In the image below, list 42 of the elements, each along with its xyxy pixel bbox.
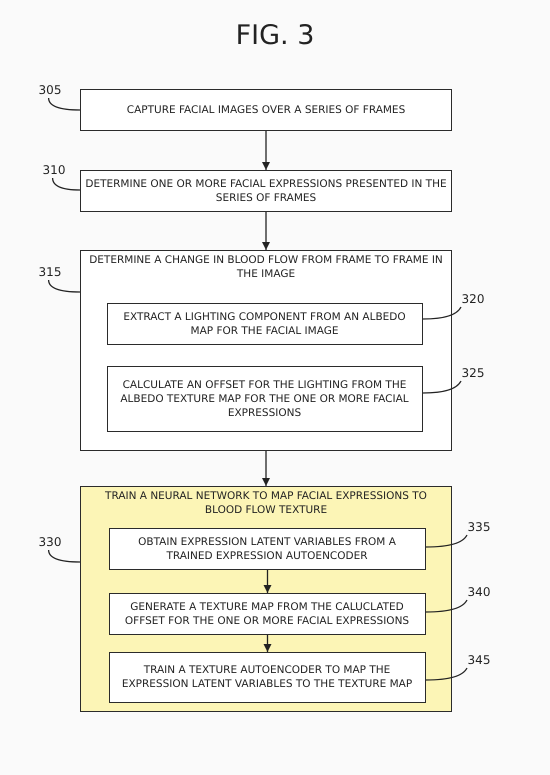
step-text: CAPTURE FACIAL IMAGES OVER A SERIES OF FRAMES bbox=[126, 103, 406, 117]
reference-numeral: 305 bbox=[36, 83, 64, 98]
process-group-box bbox=[80, 486, 452, 712]
leader-line bbox=[52, 178, 80, 191]
reference-numeral: 310 bbox=[40, 163, 68, 178]
arrow bbox=[262, 212, 270, 250]
leader-line bbox=[48, 98, 80, 111]
leader-line bbox=[422, 306, 462, 320]
arrow bbox=[262, 451, 270, 486]
step-heading: TRAIN A NEURAL NETWORK TO MAP FACIAL EXPRESSIONS TO BLOOD FLOW TEXTURE bbox=[104, 489, 428, 517]
process-group-box bbox=[80, 250, 452, 451]
leader-line bbox=[426, 534, 468, 548]
reference-numeral: 340 bbox=[465, 585, 493, 600]
step-text: DETERMINE ONE OR MORE FACIAL EXPRESSIONS PRESENTED IN THE SERIES OF FRAMES bbox=[84, 177, 448, 205]
step-text: GENERATE A TEXTURE MAP FROM THE CALUCLATED OFFSET FOR THE ONE OR MORE FACIAL EXPRESSIONS bbox=[124, 600, 410, 628]
reference-numeral: 345 bbox=[465, 653, 493, 668]
step-text: OBTAIN EXPRESSION LATENT VARIABLES FROM A TRAINED EXPRESSION AUTOENCODER bbox=[137, 534, 397, 562]
step-text: CALCULATE AN OFFSET FOR THE LIGHTING FROM THE ALBEDO TEXTURE MAP FOR THE ONE OR MORE FACIAL EXPRESSIONS bbox=[119, 378, 410, 420]
arrow bbox=[262, 131, 270, 170]
process-box bbox=[108, 652, 426, 702]
step-text: EXTRACT A LIGHTING COMPONENT FROM AN ALBEDO MAP FOR THE FACIAL IMAGE bbox=[122, 310, 407, 338]
process-box bbox=[80, 89, 452, 131]
reference-numeral: 315 bbox=[36, 265, 64, 280]
process-box bbox=[106, 366, 422, 432]
leader-line bbox=[422, 380, 462, 394]
leader-line bbox=[426, 600, 468, 613]
arrow bbox=[264, 635, 272, 652]
step-heading: DETERMINE A CHANGE IN BLOOD FLOW FROM FRAME TO FRAME IN THE IMAGE bbox=[88, 253, 444, 281]
arrow bbox=[264, 570, 272, 593]
figure-title: FIG. 3 bbox=[236, 20, 314, 52]
process-box bbox=[108, 592, 426, 634]
process-box bbox=[106, 302, 422, 344]
reference-numeral: 330 bbox=[36, 535, 64, 550]
leader-line bbox=[48, 550, 80, 563]
process-box bbox=[108, 528, 426, 570]
leader-line bbox=[48, 280, 80, 293]
process-box bbox=[80, 170, 452, 212]
reference-numeral: 320 bbox=[459, 292, 487, 307]
reference-numeral: 325 bbox=[459, 366, 487, 381]
reference-numeral: 335 bbox=[465, 520, 493, 535]
step-text: TRAIN A TEXTURE AUTOENCODER TO MAP THE EXPRESSION LATENT VARIABLES TO THE TEXTURE MAP bbox=[120, 663, 414, 691]
leader-line bbox=[426, 668, 468, 681]
